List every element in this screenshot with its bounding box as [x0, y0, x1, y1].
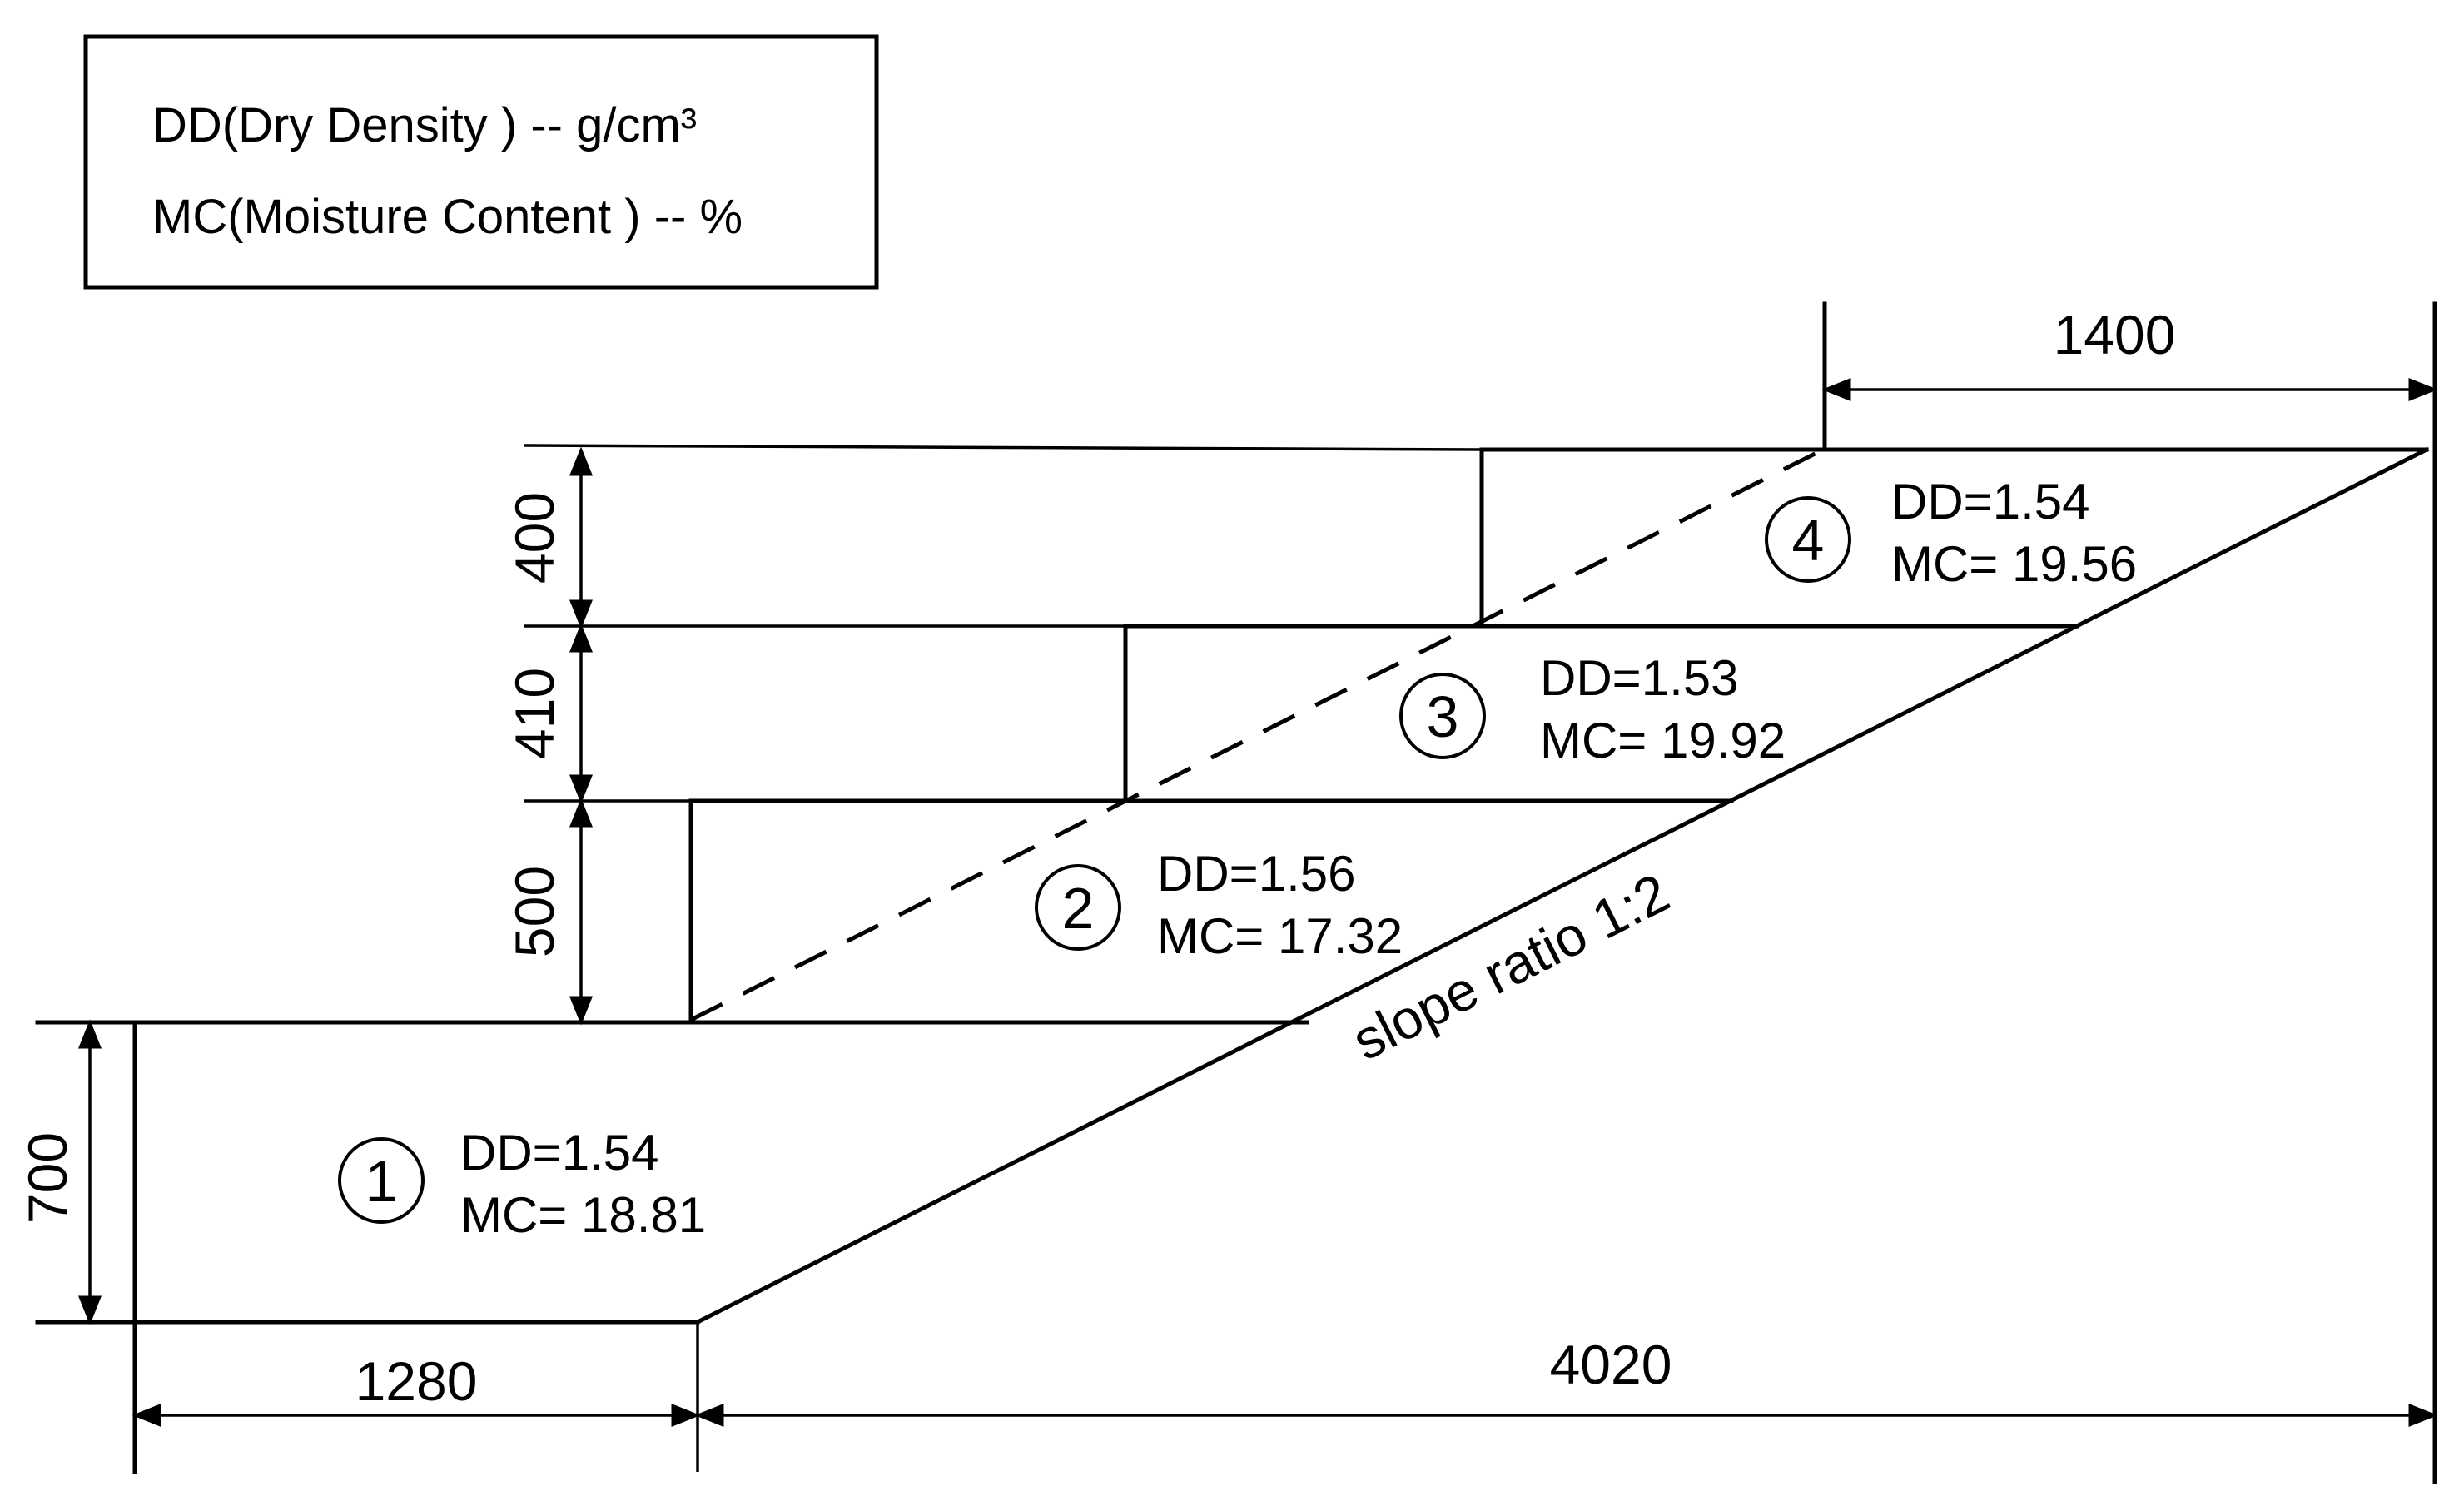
- dim-label-1280: 1280: [355, 1350, 478, 1412]
- layer3-dd: DD=1.53: [1540, 650, 1738, 706]
- legend: DD(Dry Density ) -- g/cm³ MC(Moisture Co…: [83, 34, 879, 290]
- dim-label-500: 500: [504, 866, 565, 957]
- layer3-number-circle: [1399, 673, 1486, 759]
- layer3-number: 3: [1427, 684, 1459, 749]
- layer-3: 3 DD=1.53 MC= 19.92: [1399, 650, 1786, 768]
- slope-ratio-label: slope ratio 1:2: [1343, 862, 1678, 1072]
- vertical-dimensions: 400 410 500 700: [17, 446, 593, 1325]
- legend-dd: DD(Dry Density ) -- g/cm³: [152, 98, 697, 152]
- layer-2: 2 DD=1.56 MC= 17.32: [1035, 846, 1403, 964]
- layer1-number: 1: [365, 1149, 398, 1214]
- layer-4: 4 DD=1.54 MC= 19.56: [1765, 474, 2137, 592]
- layer2-mc: MC= 17.32: [1157, 908, 1403, 964]
- ext-line-top: [524, 444, 1483, 451]
- layer1-mc: MC= 18.81: [460, 1187, 706, 1243]
- dim-label-4020: 4020: [1550, 1334, 1672, 1395]
- layer4-dd: DD=1.54: [1891, 474, 2089, 529]
- slope-face-line: [694, 446, 2430, 1325]
- layer4-mc: MC= 19.56: [1891, 536, 2137, 592]
- dim-label-700: 700: [17, 1132, 78, 1224]
- dimension-extension-lines: [524, 444, 1483, 803]
- layer2-number-circle: [1035, 864, 1121, 951]
- layer4-number-circle: [1765, 496, 1851, 583]
- layer2-dd: DD=1.56: [1157, 846, 1355, 902]
- inner-slope-dashed-line: [689, 447, 1825, 1022]
- layer1-dd: DD=1.54: [460, 1125, 658, 1180]
- dim-label-410: 410: [504, 668, 565, 759]
- layer1-number-circle: [338, 1137, 425, 1224]
- layer-1: 1 DD=1.54 MC= 18.81: [338, 1125, 706, 1243]
- legend-mc: MC(Moisture Content ) -- %: [152, 190, 743, 244]
- fill-outline: [35, 301, 2437, 1484]
- layer2-number: 2: [1062, 876, 1095, 941]
- layer3-mc: MC= 19.92: [1540, 713, 1786, 768]
- legend-box: [83, 34, 879, 290]
- layer4-number: 4: [1792, 508, 1825, 573]
- dim-label-400: 400: [504, 492, 565, 584]
- horizontal-dimensions: 1400 1280 4020: [132, 304, 2438, 1472]
- dim-label-1400: 1400: [2054, 304, 2176, 365]
